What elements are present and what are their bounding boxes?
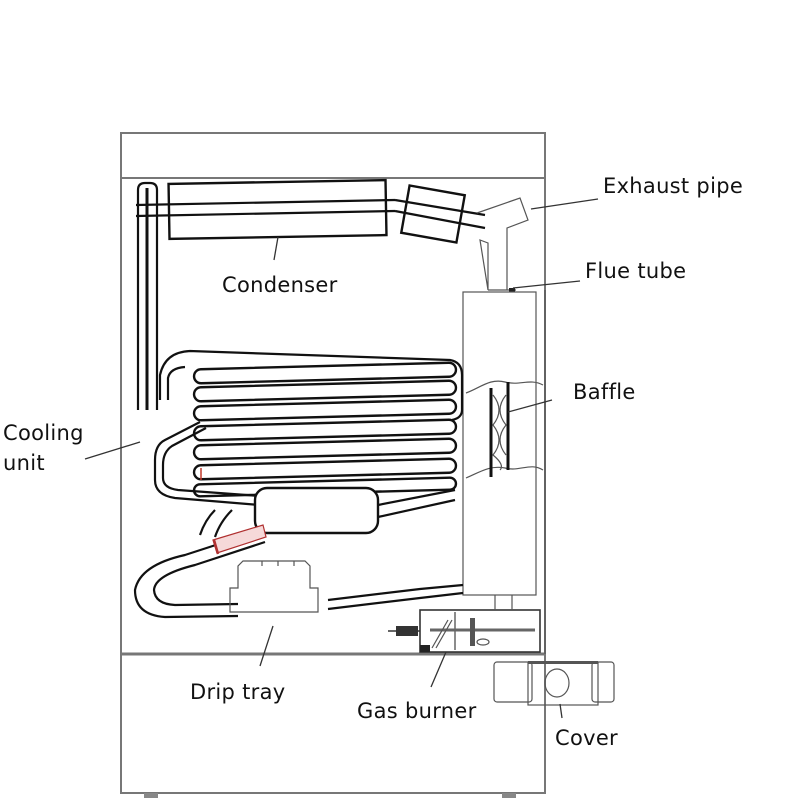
boiler-column bbox=[462, 290, 546, 654]
label-condenser: Condenser bbox=[222, 273, 338, 297]
label-flue-tube: Flue tube bbox=[585, 259, 687, 283]
gas-burner bbox=[388, 595, 541, 653]
label-drip-tray: Drip tray bbox=[190, 680, 286, 704]
leader-cooling-unit bbox=[84, 441, 141, 460]
label-exhaust-pipe: Exhaust pipe bbox=[603, 174, 744, 198]
leader-baffle bbox=[507, 399, 553, 413]
leader-flue-tube bbox=[512, 280, 581, 289]
baffle bbox=[465, 380, 544, 479]
label-gas-burner: Gas burner bbox=[357, 699, 477, 723]
leader-exhaust-pipe bbox=[530, 198, 599, 210]
lower-u-bend bbox=[133, 509, 464, 619]
leader-gas-burner bbox=[430, 651, 447, 688]
label-cooling-unit-line1: Cooling bbox=[3, 421, 84, 445]
leader-lines bbox=[84, 198, 599, 719]
condenser bbox=[135, 178, 486, 244]
evaporator-coils bbox=[153, 349, 464, 507]
label-cooling-unit-line2: unit bbox=[3, 451, 45, 475]
label-baffle: Baffle bbox=[573, 380, 636, 404]
leader-drip-tray bbox=[259, 625, 274, 667]
leader-cover bbox=[559, 703, 563, 719]
riser-pipe bbox=[136, 181, 159, 410]
drip-tray bbox=[229, 560, 319, 613]
label-cover: Cover bbox=[555, 726, 618, 750]
cover bbox=[493, 661, 615, 706]
leader-condenser bbox=[273, 236, 279, 261]
exhaust-pipe bbox=[476, 197, 529, 292]
absorber-vessel bbox=[253, 486, 456, 535]
